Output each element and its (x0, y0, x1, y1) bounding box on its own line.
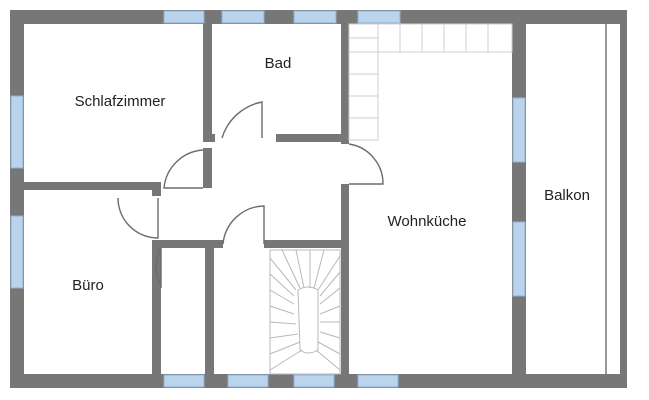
window-top-1 (163, 10, 205, 24)
window-balkon-2 (512, 221, 526, 297)
wall-schlafzimmer-buero (24, 182, 152, 190)
wall-buero-stub (152, 182, 161, 196)
window-top-4 (357, 10, 401, 24)
label-wohnkueche: Wohnküche (388, 213, 467, 230)
window-left-1 (10, 95, 24, 169)
wall-buero-right (152, 240, 161, 374)
window-balkon-1 (512, 97, 526, 163)
label-schlafzimmer: Schlafzimmer (75, 93, 166, 110)
wall-right-edge (620, 10, 627, 388)
door-stairs (222, 205, 265, 245)
wall-bad-kueche (341, 24, 349, 144)
kitchen-counter (348, 23, 513, 141)
wall-bad-hall (276, 134, 349, 142)
wall-schlafzimmer-bad (203, 24, 212, 134)
wall-hall-kueche (341, 184, 349, 374)
interior-walls (24, 24, 607, 374)
wall-left (10, 10, 24, 388)
room-labels: Schlafzimmer Bad Wohnküche Balkon Büro (72, 55, 590, 294)
door-buero-upper (117, 197, 159, 239)
wall-schlafzimmer-hall-lower (203, 148, 212, 188)
staircase (269, 249, 341, 375)
window-top-3 (293, 10, 337, 24)
wall-bad-hall-stub (203, 134, 215, 142)
door-bad (221, 101, 263, 139)
label-bad: Bad (265, 55, 292, 72)
door-kueche (348, 143, 384, 185)
wall-kueche-balkon (512, 24, 526, 374)
door-corridor (155, 247, 162, 288)
window-bottom-1 (163, 374, 205, 388)
window-top-2 (221, 10, 265, 24)
stair-outline (269, 249, 341, 375)
stair-handrail (297, 286, 319, 354)
label-balkon: Balkon (544, 187, 590, 204)
window-bottom-3 (293, 374, 335, 388)
wall-hall-bottom-right (264, 240, 349, 248)
door-schlafzimmer (163, 149, 204, 189)
wall-stairs-left (205, 248, 214, 374)
wall-hall-bottom-left (161, 240, 223, 248)
counter-grid (349, 24, 489, 119)
window-bottom-4 (357, 374, 399, 388)
window-left-2 (10, 215, 24, 289)
balkon-railing (605, 24, 607, 374)
doors (117, 101, 384, 288)
window-bottom-2 (227, 374, 269, 388)
label-buero: Büro (72, 277, 104, 294)
windows (10, 10, 526, 388)
